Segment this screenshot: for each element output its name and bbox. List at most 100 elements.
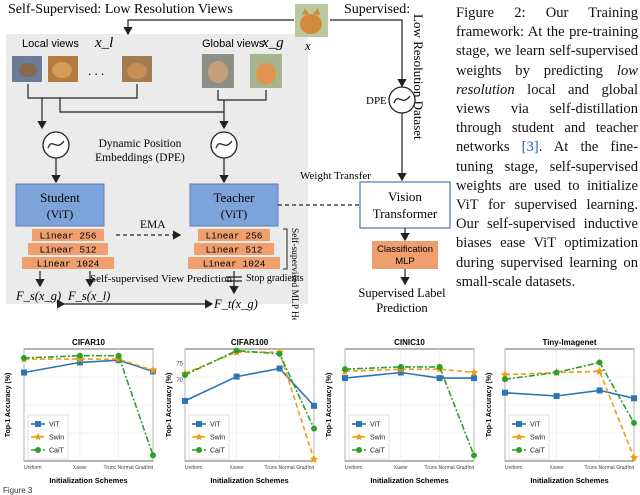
x-axis-label: Initialization Schemes xyxy=(210,476,288,485)
x-tick-label: Trunc Normal xyxy=(585,465,615,471)
local-views-label: Local views xyxy=(22,38,79,50)
data-point-cait xyxy=(182,371,188,378)
global-view-2 xyxy=(250,54,282,88)
legend-label-cait: CaiT xyxy=(49,448,65,455)
x-tick-label: Trunc Normal xyxy=(265,465,295,471)
student-linear-1024-label: Linear 1024 xyxy=(37,259,100,270)
chart-title: CIFAR10 xyxy=(72,338,105,347)
data-point-swin xyxy=(595,366,604,375)
series-line-swin xyxy=(344,368,475,374)
student-linear-512-label: Linear 512 xyxy=(39,245,96,256)
teacher-linear-256-label: Linear 256 xyxy=(205,231,262,242)
x-tick-label: GradInit xyxy=(456,465,474,471)
legend-marker-swin xyxy=(195,433,203,441)
data-point-cait xyxy=(436,363,443,370)
student-box xyxy=(15,183,105,227)
x-tick-label: Trunc Normal xyxy=(425,465,455,471)
data-point-cait xyxy=(631,419,637,426)
vision-transformer-line2: Transformer xyxy=(373,206,438,221)
legend-label-vit: ViT xyxy=(370,422,381,429)
dpe-label-line1: Dynamic Position xyxy=(99,138,182,150)
teacher-linear-512 xyxy=(194,243,274,255)
legend-marker-cait xyxy=(196,447,202,453)
legend-label-swin: Swin xyxy=(370,435,385,442)
ellipsis: . . . xyxy=(88,63,104,78)
data-point-vit xyxy=(276,365,283,372)
vision-transformer-line1: Vision xyxy=(388,189,422,204)
data-point-cait xyxy=(21,354,27,361)
classification-line2: MLP xyxy=(395,256,415,267)
data-point-cait xyxy=(276,350,283,357)
legend-label-cait: CaiT xyxy=(370,448,386,455)
legend-box xyxy=(508,414,550,460)
teacher-sub: (ViT) xyxy=(221,207,248,221)
view-prediction-label: Self-supervised View Prediction xyxy=(90,273,233,285)
teacher-linear-1024 xyxy=(188,257,280,269)
data-point-swin xyxy=(148,365,158,374)
series-line-cait xyxy=(504,361,635,424)
data-point-swin xyxy=(500,370,510,379)
caption-text-3: . At the fine-tuning stage, self-supervi… xyxy=(456,139,638,290)
global-views-symbol: x_g xyxy=(261,35,284,51)
x-tick-label: Xavier xyxy=(550,465,565,471)
arrow-global-to-student xyxy=(59,98,224,113)
x-tick-label: GradInit xyxy=(616,465,634,471)
data-point-cait xyxy=(596,359,603,366)
legend-marker-vit xyxy=(196,421,202,427)
local-view-1 xyxy=(12,56,42,82)
legend-label-cait: CaiT xyxy=(530,448,546,455)
y-axis-label: Top-1 Accuracy (%) xyxy=(326,373,333,438)
data-point-vit xyxy=(182,397,188,404)
data-point-cait xyxy=(471,452,477,459)
series-line-vit xyxy=(23,359,154,374)
weight-transfer-label: Weight Transfer xyxy=(300,170,371,182)
self-supervised-title: Self-Supervised: Low Resolution Views xyxy=(8,2,233,17)
x-tick-label: Xavier xyxy=(73,465,88,471)
classification-line1: Classification xyxy=(377,244,433,255)
mlp-head-bracket xyxy=(283,228,288,270)
caption-ref-link[interactable]: [3] xyxy=(521,139,539,156)
data-point-vit xyxy=(342,375,348,382)
chart-title: CIFAR100 xyxy=(231,338,269,347)
global-view-1 xyxy=(202,54,234,88)
data-point-vit xyxy=(502,389,508,396)
data-point-cait xyxy=(397,363,404,370)
data-point-cait xyxy=(502,376,508,383)
data-point-vit xyxy=(596,387,603,394)
training-framework-diagram: Self-Supervised: Low Resolution Views Su… xyxy=(6,2,451,320)
legend-marker-swin xyxy=(34,433,42,441)
input-image xyxy=(295,4,328,37)
data-point-cait xyxy=(311,425,317,432)
x-tick-label: Uniform xyxy=(24,465,42,471)
dpe-label-line2: Embeddings (DPE) xyxy=(95,152,185,164)
global-bracket xyxy=(217,90,267,101)
legend-marker-vit xyxy=(516,421,522,427)
data-point-vit xyxy=(76,359,83,366)
data-point-swin xyxy=(309,454,319,463)
caption-label: Figure 2: xyxy=(456,5,526,21)
y-tick-label: 75 xyxy=(176,362,183,368)
data-point-vit xyxy=(471,375,477,382)
legend-marker-cait xyxy=(35,447,41,453)
mlp-head-label: Self-supervised MLP Head xyxy=(289,228,300,320)
series-line-swin xyxy=(24,358,154,372)
x-tick-label: Xavier xyxy=(230,465,245,471)
legend-label-cait: CaiT xyxy=(210,448,226,455)
data-point-vit xyxy=(436,375,443,382)
teacher-linear-256 xyxy=(198,229,270,241)
legend-marker-swin xyxy=(355,433,363,441)
x-axis-label: Initialization Schemes xyxy=(530,476,608,485)
supervised-title: Supervised: xyxy=(344,2,410,17)
data-point-cait xyxy=(233,347,240,354)
student-dpe-icon xyxy=(42,131,70,159)
x-tick-label: Uniform xyxy=(185,465,203,471)
arrow-to-views xyxy=(123,19,294,36)
x-axis-label: Initialization Schemes xyxy=(49,476,127,485)
data-point-cait xyxy=(115,352,122,359)
legend-marker-vit xyxy=(356,421,362,427)
local-view-3 xyxy=(122,56,152,82)
student-linear-512 xyxy=(28,243,108,255)
